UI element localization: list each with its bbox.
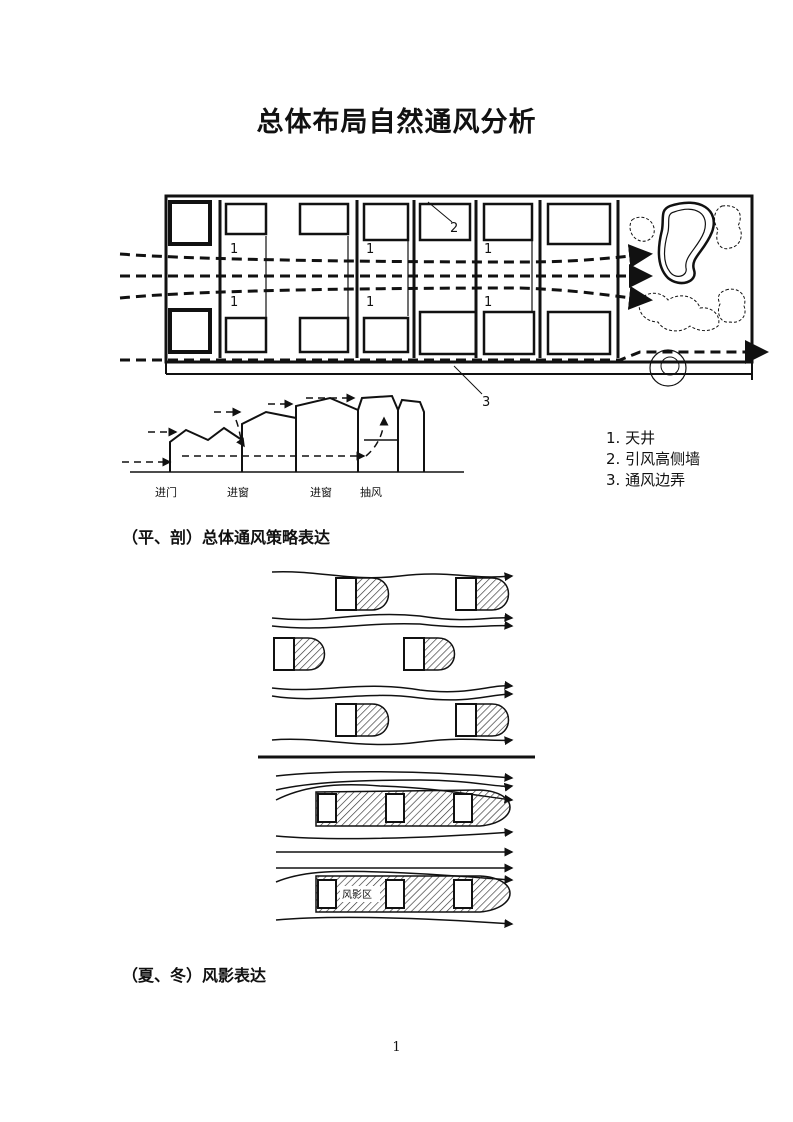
callout-3: 3 bbox=[482, 395, 490, 410]
building-section bbox=[122, 393, 464, 473]
room-label: 1 bbox=[366, 242, 374, 257]
wind-shadow-label: 风影区 bbox=[342, 889, 372, 901]
figure-caption-strategy: （平、剖）总体通风策略表达 bbox=[122, 528, 331, 547]
room-label: 1 bbox=[366, 295, 374, 310]
room-label: 1 bbox=[230, 295, 238, 310]
section-label-entry: 进门 bbox=[155, 485, 177, 499]
summer-wind-shadow-diagram bbox=[271, 571, 514, 746]
plan-wind-arrows bbox=[119, 244, 769, 364]
legend-item: 1. 天井 bbox=[606, 429, 656, 447]
page-number: 1 bbox=[392, 1040, 401, 1055]
winter-wind-shadow-diagram bbox=[275, 770, 514, 928]
legend-item: 3. 通风边弄 bbox=[606, 471, 686, 489]
room-label: 1 bbox=[484, 295, 492, 310]
room-label: 1 bbox=[230, 242, 238, 257]
figure-caption-wind-shadow: （夏、冬）风影表达 bbox=[122, 966, 267, 985]
page-title: 总体布局自然通风分析 bbox=[256, 107, 537, 138]
plan-room-labels: 1 1 1 1 1 1 2 3 bbox=[230, 221, 492, 410]
legend: 1. 天井 2. 引风高侧墙 3. 通风边弄 bbox=[606, 428, 700, 491]
callout-2: 2 bbox=[450, 221, 458, 236]
section-label-window-1: 进窗 bbox=[227, 485, 249, 499]
section-label-exhaust: 抽风 bbox=[360, 485, 382, 499]
room-label: 1 bbox=[484, 242, 492, 257]
section-label-window-2: 进窗 bbox=[310, 485, 332, 499]
legend-item: 2. 引风高侧墙 bbox=[606, 450, 701, 468]
site-plan bbox=[119, 194, 769, 395]
